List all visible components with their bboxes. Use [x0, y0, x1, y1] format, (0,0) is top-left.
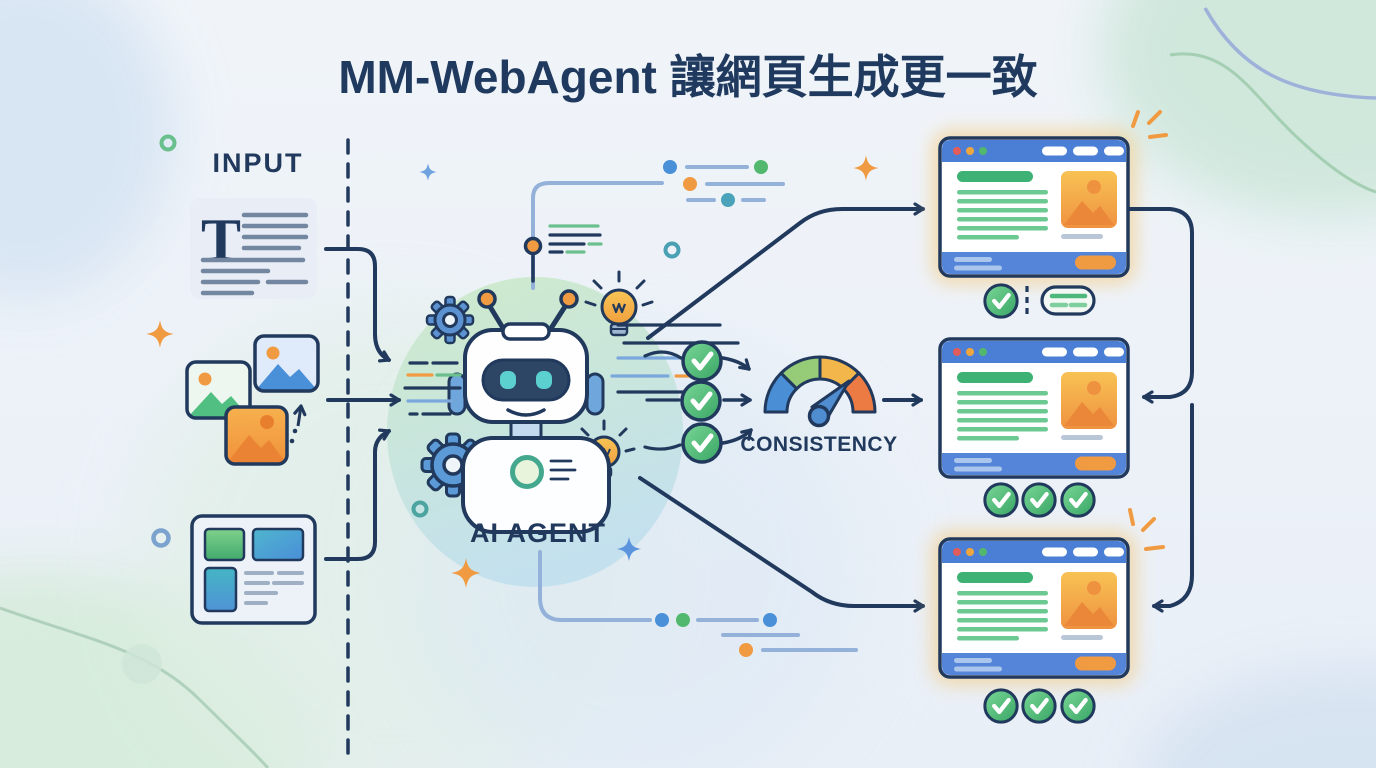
- arrow-to-window-1: [646, 202, 925, 340]
- check-icon: [1023, 484, 1055, 516]
- image-thumb-blue: [253, 334, 320, 393]
- check-icon: [1023, 690, 1055, 722]
- text-lines-decoration: [548, 224, 603, 254]
- document-letter: T: [201, 207, 241, 273]
- check-icon: [985, 484, 1017, 516]
- sparkle-decorations: [146, 155, 879, 588]
- ring-decoration: [159, 134, 177, 152]
- spark-burst-icon: [1131, 110, 1168, 139]
- comparison-badge: [1040, 285, 1096, 316]
- check-icon: [985, 690, 1017, 722]
- chest-light: [510, 455, 544, 489]
- evaluation-section: CONSISTENCY: [643, 342, 923, 462]
- dots-decoration-top: [663, 160, 785, 207]
- ai-agent-section: AI AGENT: [403, 160, 858, 657]
- browser-window-3: [938, 537, 1130, 679]
- check-icon: [1062, 484, 1094, 516]
- browser-window-2: [938, 337, 1130, 479]
- check-icon: [683, 342, 721, 380]
- reorder-arrow-icon: [289, 404, 307, 444]
- image-thumb-orange: [224, 405, 289, 466]
- text-lines-decoration: [403, 361, 462, 416]
- check-icon: [1062, 690, 1094, 722]
- check-icon: [682, 382, 720, 420]
- layout-wireframe-icon: [190, 514, 317, 625]
- ring-decoration: [663, 241, 681, 259]
- check-icon: [683, 424, 721, 462]
- dots-decoration-bottom: [538, 550, 858, 657]
- sparkle-icon: [419, 163, 437, 181]
- check-icon: [985, 285, 1017, 317]
- arrow-to-window-3: [638, 476, 925, 613]
- connector-window1-to-window2: [1128, 207, 1194, 404]
- thought-connector-line: [531, 181, 664, 290]
- sparkle-icon: [853, 155, 879, 181]
- gear-icon: [425, 295, 475, 345]
- arrow-document-to-agent: [324, 247, 391, 363]
- connector-to-window3: [1152, 403, 1194, 613]
- ring-decoration: [151, 528, 171, 548]
- agent-output-arrows: [638, 202, 925, 613]
- consistency-gauge-icon: [763, 355, 877, 428]
- ring-decoration: [411, 500, 429, 518]
- page-title: MM-WebAgent 讓網頁生成更一致: [338, 51, 1037, 103]
- input-section: INPUT T: [151, 134, 320, 625]
- input-arrows: [324, 247, 401, 561]
- spark-burst-icon: [1128, 508, 1165, 551]
- browser-window-1: [938, 136, 1130, 278]
- sparkle-icon: [146, 320, 174, 348]
- robot-icon: [447, 289, 611, 534]
- output-windows-section: [932, 110, 1194, 722]
- image-set-icon: [185, 334, 320, 466]
- consistency-label: CONSISTENCY: [740, 433, 897, 456]
- ai-agent-label: AI AGENT: [470, 518, 606, 548]
- node-dot: [523, 236, 543, 256]
- input-label: INPUT: [213, 148, 304, 178]
- feedback-connectors: [1128, 207, 1194, 613]
- text-document-icon: T: [190, 198, 317, 299]
- arrow-layout-to-agent: [324, 428, 391, 561]
